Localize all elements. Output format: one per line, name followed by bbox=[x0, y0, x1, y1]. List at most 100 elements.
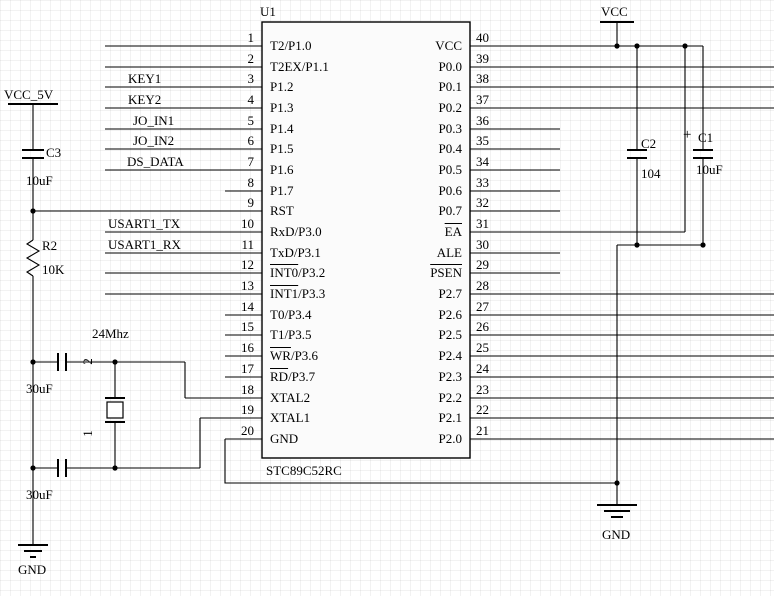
net-label-usart1-rx: USART1_RX bbox=[108, 237, 181, 252]
pin-label: INT1/P3.3 bbox=[270, 286, 326, 301]
pin-label: T2/P1.0 bbox=[270, 38, 312, 53]
c3-ref: C3 bbox=[46, 145, 62, 160]
pin-label: P1.7 bbox=[270, 183, 294, 198]
pin-number: 31 bbox=[476, 216, 489, 231]
pin-number: 1 bbox=[247, 30, 255, 45]
pin-number: 21 bbox=[476, 423, 489, 438]
pin-number: 40 bbox=[476, 30, 489, 45]
pin-number: 30 bbox=[476, 237, 489, 252]
pin-label: P0.7 bbox=[438, 203, 462, 218]
pin-label: TxD/P3.1 bbox=[270, 245, 321, 260]
pin-number: 34 bbox=[476, 154, 489, 169]
crystal-circuit-wires bbox=[33, 361, 201, 469]
pin-number: 26 bbox=[476, 319, 489, 334]
pin-label: XTAL1 bbox=[270, 410, 311, 425]
vcc5v-label: VCC_5V bbox=[4, 87, 54, 102]
net-label-jo-in2: JO_IN2 bbox=[133, 133, 175, 148]
pin-label: T2EX/P1.1 bbox=[270, 59, 329, 74]
pin-number: 6 bbox=[247, 133, 255, 148]
pin-number: 12 bbox=[241, 257, 254, 272]
c3-value: 10uF bbox=[26, 173, 53, 188]
cap-bottom-plates bbox=[57, 459, 67, 477]
pin-number: 7 bbox=[247, 154, 255, 169]
pin-label: T1/P3.5 bbox=[270, 327, 312, 342]
pin-number: 18 bbox=[241, 382, 254, 397]
pin-label: ALE bbox=[436, 245, 462, 260]
pin-label: P0.0 bbox=[438, 59, 462, 74]
crystal-body bbox=[106, 401, 124, 419]
pin-number: 20 bbox=[241, 423, 254, 438]
pin-number: 23 bbox=[476, 382, 489, 397]
crystal-freq: 24Mhz bbox=[92, 326, 129, 341]
pin-number: 3 bbox=[247, 71, 255, 86]
net-label-key2: KEY2 bbox=[128, 92, 162, 107]
pin-label: P2.3 bbox=[438, 369, 462, 384]
pin-number: 32 bbox=[476, 195, 489, 210]
c2-ref: C2 bbox=[641, 136, 657, 151]
ic-designator: U1 bbox=[260, 4, 276, 19]
r2-value: 10K bbox=[42, 262, 65, 277]
pin-label: P0.3 bbox=[438, 121, 462, 136]
pin-number: 25 bbox=[476, 340, 489, 355]
gnd-symbol-right bbox=[597, 504, 637, 518]
pin-number: 15 bbox=[241, 319, 254, 334]
pin-number: 10 bbox=[241, 216, 254, 231]
c1-ref: C1 bbox=[698, 130, 714, 145]
crystal-pin1-label: 1 bbox=[79, 430, 95, 437]
pin-label: P2.4 bbox=[438, 348, 462, 363]
pin-label: XTAL2 bbox=[270, 390, 311, 405]
ic-body bbox=[261, 21, 471, 459]
pin-number: 27 bbox=[476, 299, 489, 314]
pin-label: P0.5 bbox=[438, 162, 462, 177]
r2-symbol bbox=[25, 239, 41, 277]
c2-value: 104 bbox=[641, 166, 661, 181]
pin-number: 39 bbox=[476, 51, 489, 66]
vcc-label: VCC bbox=[601, 4, 628, 19]
pin-number: 17 bbox=[241, 361, 254, 376]
pin-label: P0.6 bbox=[438, 183, 462, 198]
pin-number: 16 bbox=[241, 340, 254, 355]
net-label-usart1-tx: USART1_TX bbox=[108, 216, 181, 231]
pin-label: P2.5 bbox=[438, 327, 462, 342]
ic-part-number: STC89C52RC bbox=[266, 463, 342, 478]
pin-number: 13 bbox=[241, 278, 254, 293]
pin-number: 38 bbox=[476, 71, 489, 86]
pin-label: P1.3 bbox=[270, 100, 294, 115]
pin-label: P1.6 bbox=[270, 162, 294, 177]
pin-label: P2.6 bbox=[438, 307, 462, 322]
pin-label: RST bbox=[270, 203, 294, 218]
c3-plates bbox=[22, 149, 44, 159]
pin-number: 29 bbox=[476, 257, 489, 272]
pin-number: 19 bbox=[241, 402, 254, 417]
cap-bottom-value: 30uF bbox=[26, 487, 53, 502]
pin-label: P2.7 bbox=[438, 286, 462, 301]
pin-number: 9 bbox=[247, 195, 255, 210]
pin-number: 5 bbox=[247, 113, 255, 128]
pin-number: 33 bbox=[476, 175, 489, 190]
pin-label: WR/P3.6 bbox=[270, 348, 319, 363]
pin-number: 22 bbox=[476, 402, 489, 417]
pin-label: P0.4 bbox=[438, 141, 462, 156]
gnd-label-left: GND bbox=[18, 562, 47, 577]
cap-top-plates bbox=[57, 353, 67, 371]
vcc-rail bbox=[616, 22, 686, 232]
pin-label: P1.5 bbox=[270, 141, 294, 156]
pin-label: P2.1 bbox=[438, 410, 462, 425]
c1-value: 10uF bbox=[696, 162, 723, 177]
c2-plates bbox=[627, 149, 647, 159]
crystal-plates bbox=[105, 397, 125, 423]
decoupling-leads bbox=[616, 46, 704, 505]
c1-plates bbox=[693, 149, 713, 159]
pin-number: 4 bbox=[247, 92, 255, 107]
pin-label: VCC bbox=[435, 38, 462, 53]
pin-label: P1.2 bbox=[270, 79, 294, 94]
gnd-label-right: GND bbox=[602, 527, 631, 542]
pin-number: 35 bbox=[476, 133, 489, 148]
left-wires bbox=[33, 45, 262, 440]
right-wires bbox=[470, 45, 774, 440]
pin-label: RxD/P3.0 bbox=[270, 224, 322, 239]
gnd-symbol-left bbox=[18, 544, 48, 558]
junction-dots bbox=[30, 43, 706, 486]
pin-label: PSEN bbox=[430, 265, 462, 280]
